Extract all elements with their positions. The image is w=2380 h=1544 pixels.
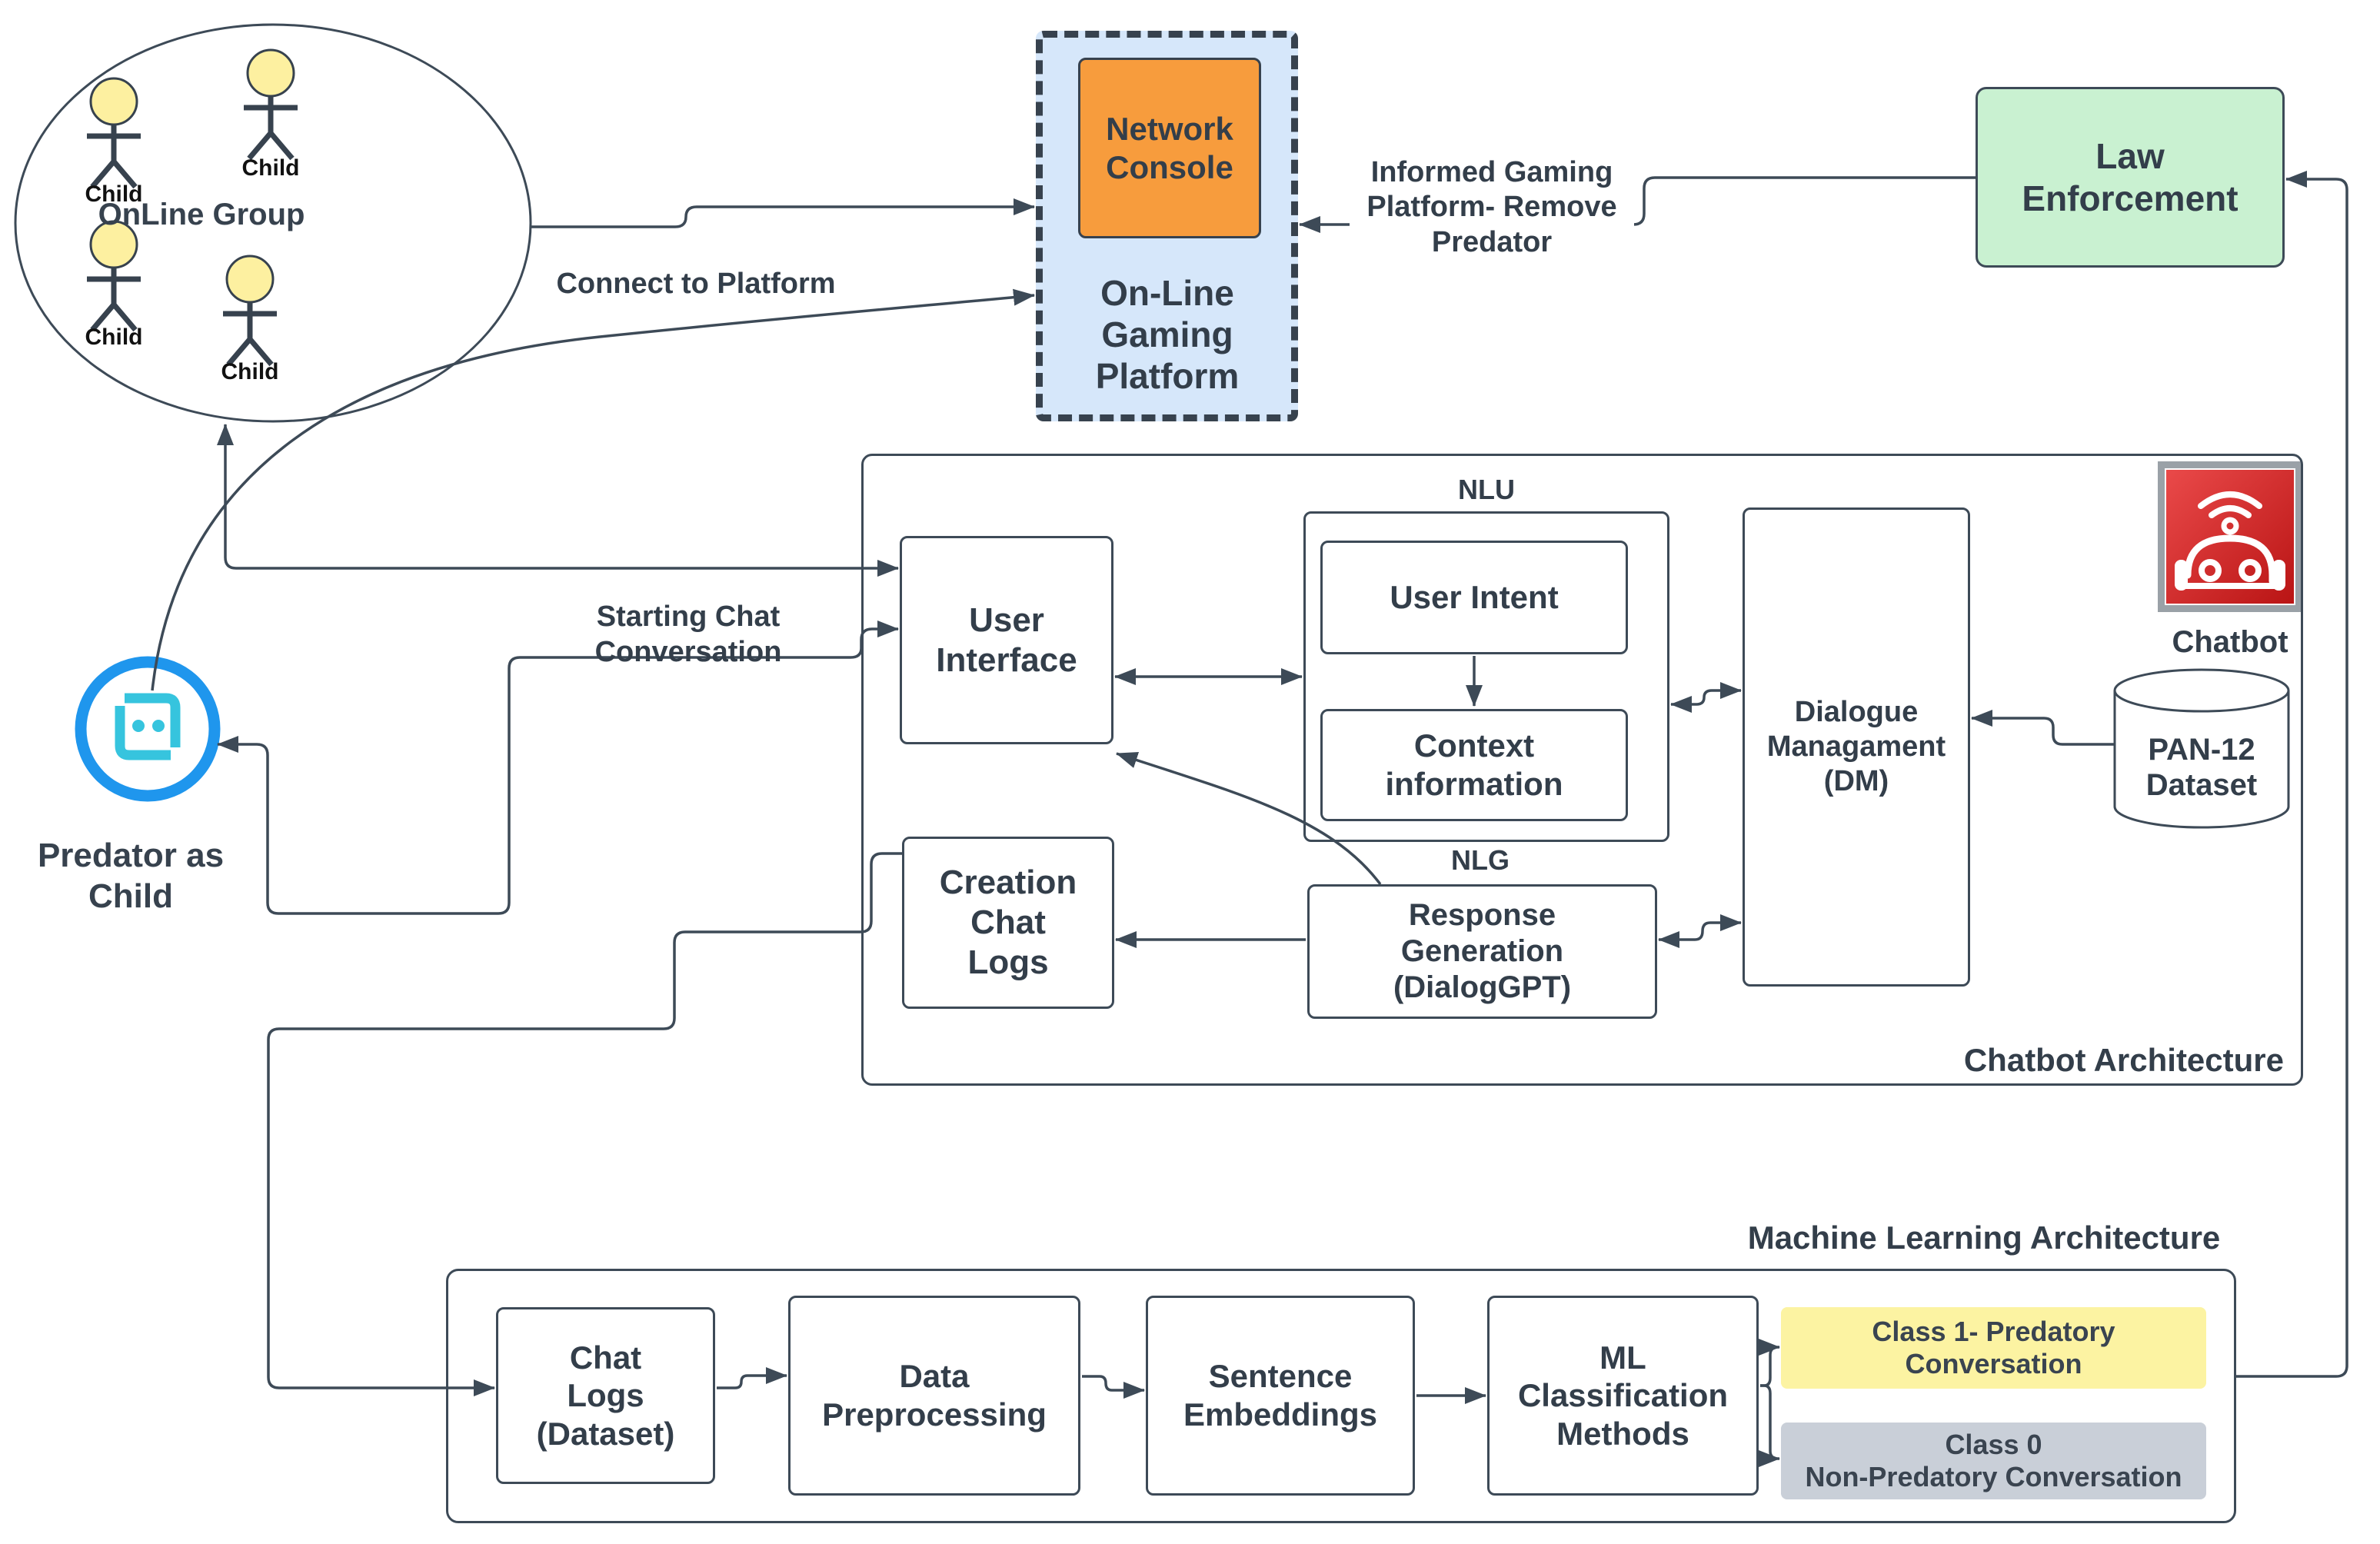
network-console-box: Network Console <box>1078 58 1261 238</box>
chatbot-icon-label: Chatbot <box>2172 625 2288 659</box>
child-label: Child <box>242 155 300 181</box>
class0-line2: Non-Predatory Conversation <box>1805 1461 2182 1492</box>
edge-pan-to-dm <box>1971 710 2115 746</box>
network-console-label: Network Console <box>1106 110 1233 185</box>
class0-box: Class 0 Non-Predatory Conversation <box>1781 1423 2206 1499</box>
edge-predator-to-platform <box>151 288 1035 691</box>
database-cylinder-icon <box>2113 668 2290 829</box>
law-enforcement-label: Law Enforcement <box>2022 136 2239 218</box>
class0-line1: Class 0 <box>1945 1428 2042 1460</box>
edge-preprocessing-to-embeddings <box>1082 1375 1145 1399</box>
ml-architecture-title: Machine Learning Architecture <box>1747 1219 2221 1256</box>
edge-lawenforcement-to-platform <box>1299 176 1976 233</box>
context-information-box: Context information <box>1320 709 1628 821</box>
user-interface-box: User Interface <box>900 536 1113 744</box>
chatbot-robot-icon <box>2158 461 2302 612</box>
edge-label-connect: Connect to Platform <box>550 266 842 303</box>
child-figure-1 <box>87 77 141 189</box>
nlu-container-box <box>1303 511 1669 842</box>
child-label: Child <box>221 359 279 384</box>
edge-predator-userinterface <box>217 621 899 915</box>
edge-rg-dm <box>1658 914 1742 948</box>
pan-dataset-label-line2: Dataset <box>2146 768 2258 802</box>
edge-label-informed: Informed Gaming Platform- Remove Predato… <box>1350 156 1634 258</box>
creation-chat-logs-box: Creation Chat Logs <box>902 837 1114 1009</box>
predator-bot-icon <box>75 656 221 802</box>
nlu-label: NLU <box>1458 474 1515 506</box>
online-group-label: OnLine Group <box>98 198 305 231</box>
chatbot-architecture-title: Chatbot Architecture <box>1963 1041 2284 1078</box>
pan-dataset-label-line1: PAN-12 <box>2148 733 2255 767</box>
child-figure-3 <box>87 220 141 332</box>
ml-classification-box: ML Classification Methods <box>1487 1296 1759 1496</box>
chatbot-architecture-box <box>861 454 2303 1086</box>
edge-nlu-dm <box>1670 682 1742 713</box>
predator-label: Predator as Child <box>37 837 225 915</box>
edge-group-userinterface <box>217 424 899 577</box>
sentence-embeddings-box: Sentence Embeddings <box>1146 1296 1415 1496</box>
ml-architecture-box <box>446 1269 2236 1523</box>
edge-label-starting: Starting Chat Conversation <box>594 601 782 668</box>
gaming-platform-label: On-Line Gaming Platform <box>1095 272 1240 397</box>
law-enforcement-box: Law Enforcement <box>1976 87 2285 268</box>
child-label: Child <box>85 181 143 207</box>
user-intent-box: User Intent <box>1320 541 1628 654</box>
class1-box: Class 1- Predatory Conversation <box>1781 1307 2206 1389</box>
dialogue-management-box: Dialogue Managament (DM) <box>1743 507 1970 987</box>
child-label: Child <box>85 324 143 350</box>
edge-classification-to-class0 <box>1759 1384 1780 1467</box>
edge-creationlogs-to-chatlogs <box>267 852 902 1396</box>
online-group-ellipse <box>14 23 532 423</box>
nlg-label: NLG <box>1451 844 1510 877</box>
ml-chat-logs-box: Chat Logs (Dataset) <box>496 1307 715 1484</box>
data-preprocessing-box: Data Preprocessing <box>788 1296 1080 1496</box>
child-figure-4 <box>223 255 277 367</box>
edge-chatlogs-to-preprocessing <box>717 1367 787 1389</box>
child-figure-2 <box>244 48 298 161</box>
edge-ml-to-lawenforcement <box>2236 171 2348 1378</box>
response-generation-box: Response Generation (DialogGPT) <box>1307 884 1657 1019</box>
edge-rg-to-userinterface <box>1116 751 1382 886</box>
edge-group-to-platform <box>531 198 1035 228</box>
